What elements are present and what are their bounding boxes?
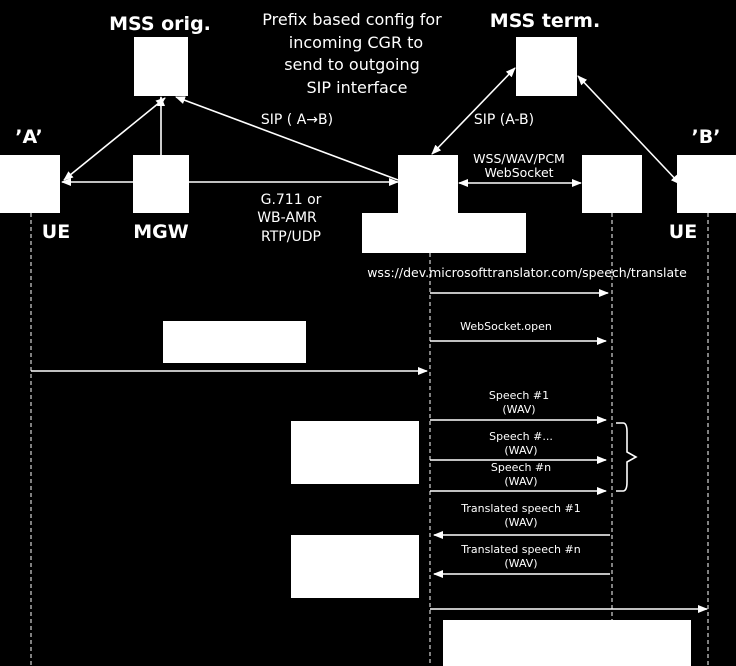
codec-line-3: RTP/UDP (261, 229, 321, 245)
translator-gw-box (398, 155, 458, 213)
mgw-label: MGW (133, 221, 189, 243)
mss-orig-box (134, 37, 188, 96)
sip-a-b-left-arrow (175, 96, 399, 181)
prefix-config-line-1: Prefix based config for (262, 10, 442, 29)
ue-left-label: UE (42, 221, 70, 243)
mss-term-ue-b-arrow (577, 75, 681, 185)
ue-a-mss-orig-arrow (63, 97, 166, 181)
speech-1-label: Speech #1 (489, 389, 549, 402)
sip-ab-right-label: SIP (A-B) (474, 112, 534, 128)
speech-n-label: Speech #n (491, 461, 551, 474)
prefix-config-line-3: send to outgoing (284, 55, 420, 74)
step-box-1 (163, 321, 306, 363)
speech-dots-format: (WAV) (504, 444, 537, 457)
codec-line-1: G.711 or (261, 192, 322, 208)
wss-label-line-1: WSS/WAV/PCM (473, 151, 565, 166)
step-box-2 (291, 421, 419, 484)
translated-n-format: (WAV) (504, 557, 537, 570)
mss-orig-label: MSS orig. (109, 13, 211, 35)
translated-1-format: (WAV) (504, 516, 537, 529)
prefix-config-line-4: SIP interface (307, 78, 408, 97)
prefix-config-line-2: incoming CGR to (289, 33, 423, 52)
translator-service-box (582, 155, 642, 213)
sip-ab-left-label: SIP ( A→B) (261, 112, 333, 128)
ue-b-box (677, 155, 736, 213)
speech-n-format: (WAV) (504, 475, 537, 488)
wss-label-line-2: WebSocket (484, 165, 553, 180)
a-label: ’A’ (15, 126, 42, 148)
mss-term-box (516, 37, 577, 96)
b-label: ’B’ (692, 126, 721, 148)
speech-brace (616, 422, 638, 492)
wss-url-label: wss://dev.microsofttranslator.com/speech… (367, 265, 687, 280)
sip-a-b-right-arrow (431, 67, 516, 155)
speech-1-format: (WAV) (502, 403, 535, 416)
step-box-3 (291, 535, 419, 598)
codec-line-2: WB-AMR (257, 210, 317, 226)
step-box-4 (443, 620, 691, 666)
ue-a-box (0, 155, 60, 213)
translated-n-label: Translated speech #n (460, 543, 580, 556)
translator-gw-label-box (362, 213, 526, 253)
mgw-box (133, 155, 189, 213)
translated-1-label: Translated speech #1 (460, 502, 580, 515)
ue-right-label: UE (669, 221, 697, 243)
mss-term-label: MSS term. (490, 10, 600, 32)
speech-dots-label: Speech #... (489, 430, 553, 443)
ws-open-label: WebSocket.open (460, 320, 552, 333)
